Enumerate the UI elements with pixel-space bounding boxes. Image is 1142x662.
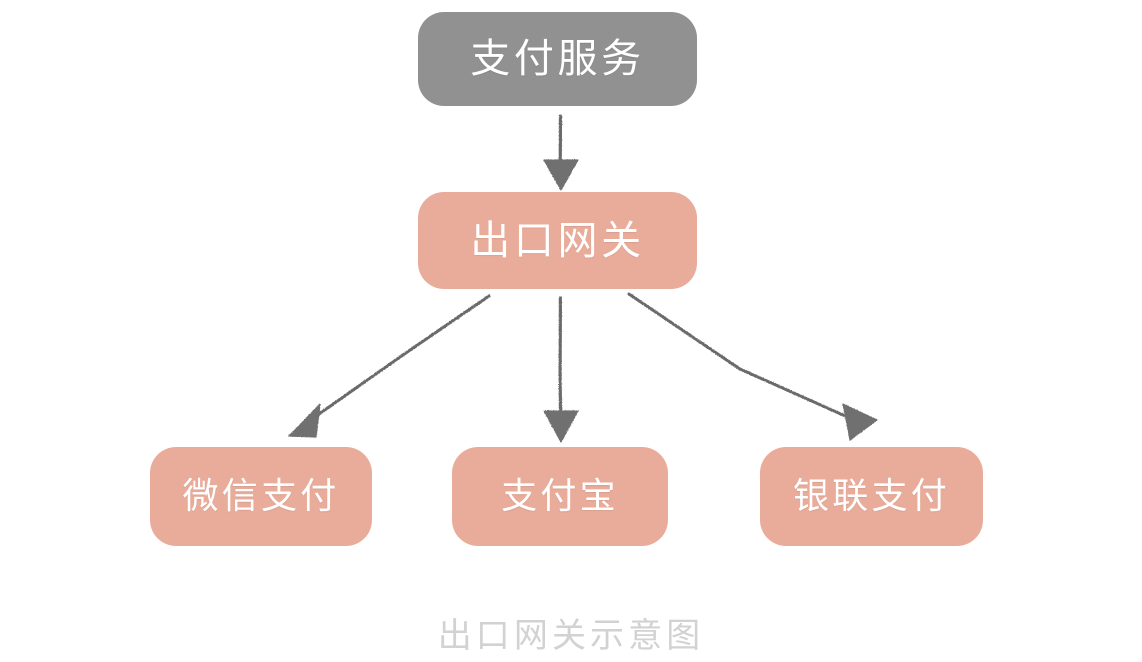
edge-service-to-gateway [543, 114, 579, 191]
node-alipay-label: 支付宝 [501, 475, 619, 517]
edge-gateway-to-wechat [288, 294, 491, 438]
node-alipay[interactable]: 支付宝 [452, 447, 668, 546]
diagram-caption: 出口网关示意图 [437, 616, 705, 656]
node-payment-service-label: 支付服务 [470, 36, 645, 82]
node-egress-gateway[interactable]: 出口网关 [418, 192, 697, 289]
node-payment-service[interactable]: 支付服务 [418, 12, 697, 106]
edge-gateway-to-unionpay [627, 292, 878, 441]
node-egress-gateway-label: 出口网关 [470, 217, 645, 264]
node-wechat-pay-label: 微信支付 [182, 475, 340, 517]
node-wechat-pay[interactable]: 微信支付 [150, 447, 372, 546]
node-unionpay-label: 银联支付 [793, 475, 950, 517]
edge-gateway-to-alipay [543, 296, 579, 443]
node-unionpay[interactable]: 银联支付 [760, 447, 983, 546]
